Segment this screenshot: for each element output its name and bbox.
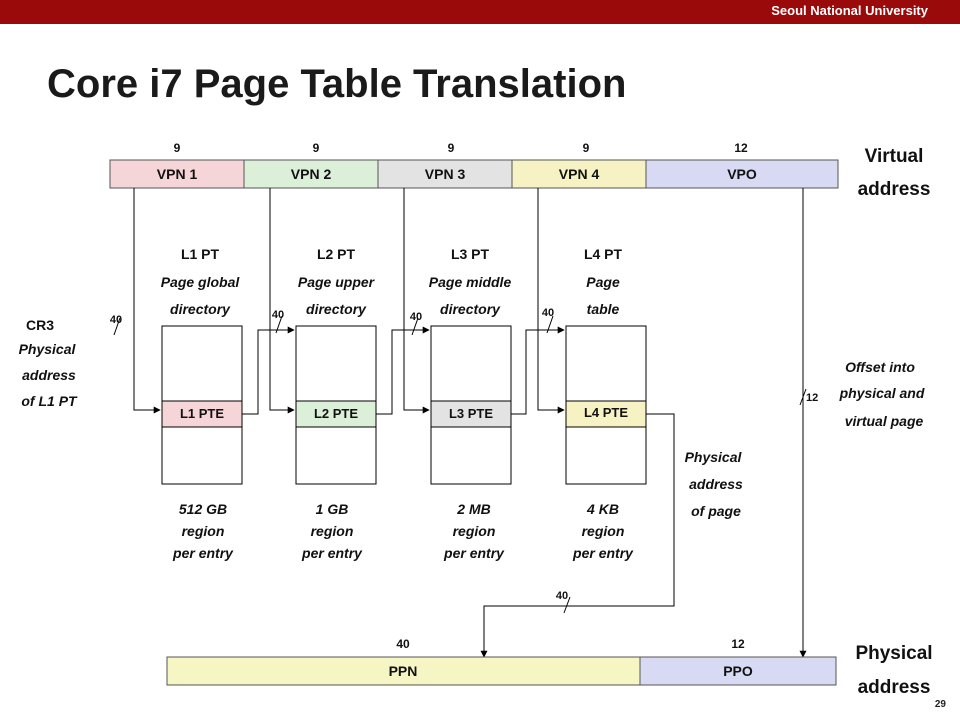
- vpn1-label: VPN 1: [157, 166, 198, 182]
- l1-region-2: region: [182, 523, 225, 539]
- virtual-address-bar: VPN 1 VPN 2 VPN 3 VPN 4 VPO 9 9 9 9 12: [109, 141, 839, 189]
- ppo-label: PPO: [723, 663, 753, 679]
- l2-pt-desc-2: directory: [306, 301, 367, 317]
- cr3-desc-1: Physical: [19, 341, 77, 357]
- l3-base-tick: [411, 317, 419, 336]
- vpn4-label: VPN 4: [559, 166, 600, 182]
- region-captions: 512 GB region per entry 1 GB region per …: [172, 501, 634, 561]
- university-name: Seoul National University: [771, 3, 928, 18]
- offset-note-2: physical and: [839, 385, 925, 401]
- cr3-desc-3: of L1 PT: [21, 393, 78, 409]
- vpn3-bits: 9: [448, 141, 455, 155]
- physical-address-label-2: address: [858, 677, 931, 698]
- vpo-field: [645, 159, 839, 189]
- l2-pte-label: L2 PTE: [314, 406, 358, 421]
- l4-base-bits: 40: [542, 307, 554, 319]
- ppo-bits: 12: [731, 637, 745, 651]
- l4-pte: [565, 400, 647, 428]
- connection-arrows: [133, 188, 807, 658]
- l1-base-bits: 40: [110, 314, 122, 326]
- vpn4-field: [511, 159, 647, 189]
- vpn2-to-l2-arrow: [269, 188, 295, 414]
- vpn1-bits: 9: [174, 141, 181, 155]
- l3-region-2: region: [453, 523, 496, 539]
- l3-pte-to-l4-arrow: [511, 326, 565, 415]
- header-bar: Seoul National University: [0, 0, 960, 24]
- page-address-tick: [563, 596, 571, 614]
- page-address-note-2: address: [689, 476, 743, 492]
- offset-note: 12 Offset into physical and virtual page: [799, 359, 925, 429]
- l2-base-bits: 40: [272, 309, 284, 321]
- l3-base-bits: 40: [410, 311, 422, 323]
- page-address-bits: 40: [556, 590, 568, 602]
- table-headings: L1 PT Page global directory L2 PT Page u…: [161, 246, 623, 317]
- physical-address-bar: PPN PPO 40 12: [166, 637, 837, 686]
- vpn2-field: [243, 159, 379, 189]
- slide-title: Core i7 Page Table Translation: [47, 62, 627, 106]
- l4-pt-name: L4 PT: [584, 246, 623, 262]
- l4-region-2: region: [582, 523, 625, 539]
- offset-tick: [799, 388, 807, 406]
- virtual-address-label-1: Virtual: [865, 146, 924, 167]
- l2-pt-name: L2 PT: [317, 246, 356, 262]
- l4-region-3: per entry: [572, 545, 634, 561]
- l1-pt-desc-2: directory: [170, 301, 231, 317]
- ppn-label: PPN: [389, 663, 418, 679]
- offset-note-1: Offset into: [845, 359, 915, 375]
- l3-pt-name: L3 PT: [451, 246, 490, 262]
- l3-pte-label: L3 PTE: [449, 406, 493, 421]
- l4-pt-desc-1: Page: [586, 274, 620, 290]
- l3-region-1: 2 MB: [456, 501, 490, 517]
- l1-pte-label: L1 PTE: [180, 406, 224, 421]
- l1-pte-to-l2-arrow: [242, 326, 295, 415]
- page-address-note-1: Physical: [685, 449, 743, 465]
- l1-pt-desc-1: Page global: [161, 274, 241, 290]
- vpn1-to-l1-arrow: [133, 188, 161, 414]
- offset-note-3: virtual page: [845, 413, 924, 429]
- l4-pte-to-ppn-arrow: [480, 413, 675, 658]
- ppo-field: [639, 656, 837, 686]
- l2-region-1: 1 GB: [316, 501, 349, 517]
- physical-address-label-1: Physical: [855, 643, 932, 664]
- l1-base-tick: [113, 317, 121, 336]
- l2-region-2: region: [311, 523, 354, 539]
- base-address-inputs: 40 40 40 40: [110, 307, 554, 336]
- l2-region-3: per entry: [301, 545, 363, 561]
- l3-pte: [430, 400, 512, 428]
- vpn4-to-l4-arrow: [537, 188, 565, 414]
- l2-pte: [295, 400, 377, 428]
- vpn2-bits: 9: [313, 141, 320, 155]
- offset-bits: 12: [806, 392, 818, 404]
- vpn2-label: VPN 2: [291, 166, 332, 182]
- l4-pte-label: L4 PTE: [584, 405, 628, 420]
- ppn-bits: 40: [396, 637, 410, 651]
- l1-region-3: per entry: [172, 545, 234, 561]
- vpn4-bits: 9: [583, 141, 590, 155]
- virtual-address-label-2: address: [858, 179, 931, 200]
- l3-pt-desc-2: directory: [440, 301, 501, 317]
- l1-pte: [161, 400, 243, 428]
- vpn3-label: VPN 3: [425, 166, 466, 182]
- l3-pt-desc-1: Page middle: [429, 274, 512, 290]
- page-tables: L1 PTE L2 PTE L3 PTE L4 PTE: [161, 325, 647, 485]
- page-address-note: Physical address of page 40: [556, 449, 743, 614]
- vpn3-to-l3-arrow: [403, 188, 430, 414]
- l2-pt-desc-1: Page upper: [298, 274, 376, 290]
- page-number: 29: [934, 699, 946, 710]
- l4-pt-desc-2: table: [587, 301, 620, 317]
- cr3-desc-2: address: [22, 367, 76, 383]
- page-address-note-3: of page: [691, 503, 741, 519]
- vpo-label: VPO: [727, 166, 757, 182]
- vpo-bits: 12: [734, 141, 748, 155]
- vpn3-field: [377, 159, 513, 189]
- l3-region-3: per entry: [443, 545, 505, 561]
- l4-region-1: 4 KB: [586, 501, 619, 517]
- l1-pt-name: L1 PT: [181, 246, 220, 262]
- l2-pte-to-l3-arrow: [376, 326, 430, 415]
- l1-region-1: 512 GB: [179, 501, 227, 517]
- cr3-label: CR3: [26, 317, 54, 333]
